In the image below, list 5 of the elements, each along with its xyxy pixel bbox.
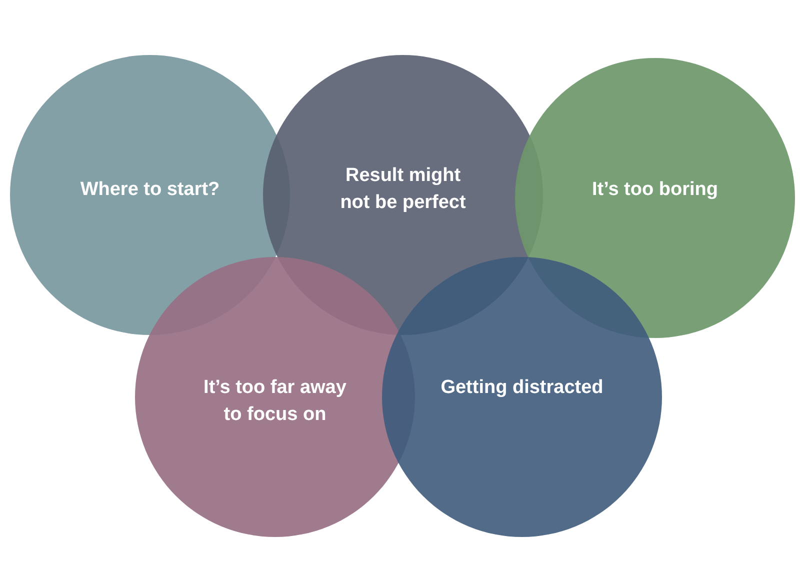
- circle-label: It’s too far away to focus on: [202, 376, 348, 427]
- circle-label: Where to start?: [80, 178, 220, 202]
- circle-label: It’s too boring: [592, 178, 718, 202]
- circle-label: Result might not be perfect: [339, 164, 467, 215]
- circle-label: Getting distracted: [440, 376, 604, 400]
